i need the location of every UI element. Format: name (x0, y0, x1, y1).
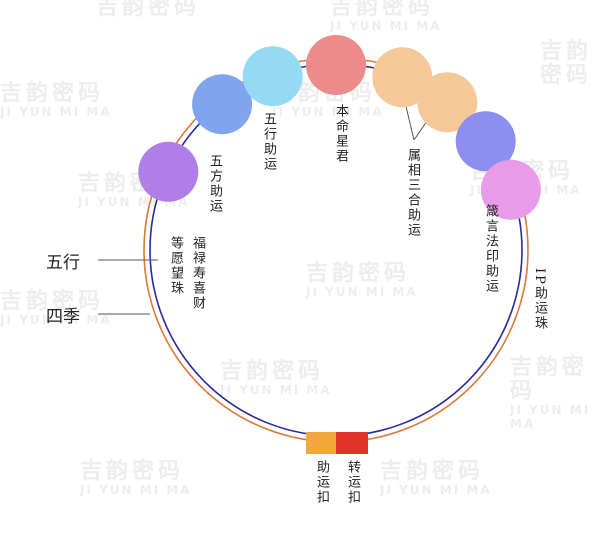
label-fulu: 福禄寿喜财 (190, 236, 205, 311)
label-ip: IP助运珠 (532, 268, 547, 331)
bead-zhenyan (455, 111, 516, 172)
bead-wufang (138, 141, 199, 202)
zhuyun-clasp (306, 432, 336, 454)
bead-benming (306, 35, 366, 95)
siji-ring-label: 四季 (46, 307, 80, 327)
wuxing-ring-label: 五行 (46, 253, 80, 273)
label-zhuyun-kou: 助运扣 (314, 460, 329, 505)
bead-wuxing-zhuyun (242, 46, 303, 107)
label-zhuanyun-kou: 转运扣 (345, 460, 360, 505)
zhuanyun-clasp (336, 432, 368, 454)
bead-ip (480, 159, 541, 220)
bead-wufang-zhuyun (192, 74, 253, 135)
bead-shuxiang-1 (372, 47, 433, 108)
label-wuxing-zhuyun: 五行助运 (261, 112, 276, 172)
label-shuxiang: 属相三合助运 (405, 148, 420, 238)
label-dengyuan: 等愿望珠 (168, 236, 183, 296)
bead-shuxiang-2 (417, 72, 478, 133)
label-zhenyan: 箴言法印助运 (483, 204, 498, 294)
label-benming: 本命星君 (333, 104, 348, 164)
label-wufang: 五方助运 (207, 154, 222, 214)
